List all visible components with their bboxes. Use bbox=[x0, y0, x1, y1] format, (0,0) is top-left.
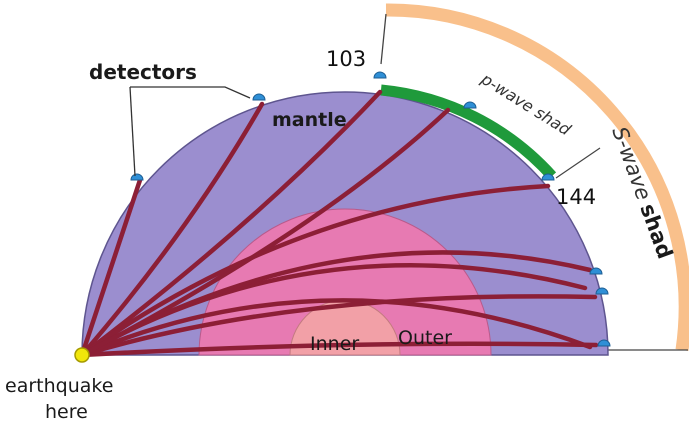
detector-leaders bbox=[129, 86, 251, 177]
s-wave-shadow-arc bbox=[385, 3, 689, 351]
p-wave-end-line bbox=[555, 147, 601, 179]
ray-path bbox=[79, 294, 598, 358]
earthquake-epicenter bbox=[74, 347, 90, 363]
ray-path bbox=[79, 341, 599, 358]
detector-icon bbox=[589, 267, 603, 275]
epicenter-label-line2: here bbox=[45, 401, 88, 423]
angle-144-label: 144 bbox=[556, 185, 596, 209]
s-wave-start-line bbox=[380, 13, 387, 65]
ray-path bbox=[79, 298, 593, 358]
angle-103-label: 103 bbox=[326, 47, 366, 71]
p-wave-shadow-arc bbox=[380, 84, 557, 180]
detector-icon bbox=[463, 101, 477, 109]
ray-path bbox=[79, 101, 265, 358]
detector-icon bbox=[597, 339, 611, 347]
detector-icon bbox=[595, 287, 609, 295]
detector-icon bbox=[541, 173, 555, 181]
ray-path bbox=[79, 89, 383, 358]
ray-path bbox=[79, 177, 143, 358]
ray-path bbox=[79, 183, 551, 358]
ray-path bbox=[79, 250, 593, 358]
mantle-label: mantle bbox=[272, 109, 347, 131]
epicenter-label-line1: earthquake bbox=[5, 375, 113, 397]
detectors-label: detectors bbox=[89, 60, 197, 84]
detectors bbox=[130, 71, 611, 347]
detector-icon bbox=[373, 71, 387, 79]
seismic-rays bbox=[79, 89, 599, 358]
detector-icon bbox=[252, 93, 266, 101]
outer-core-label: Outer bbox=[398, 327, 452, 349]
detector-icon bbox=[130, 173, 144, 181]
inner-core-label: Inner bbox=[310, 333, 359, 355]
